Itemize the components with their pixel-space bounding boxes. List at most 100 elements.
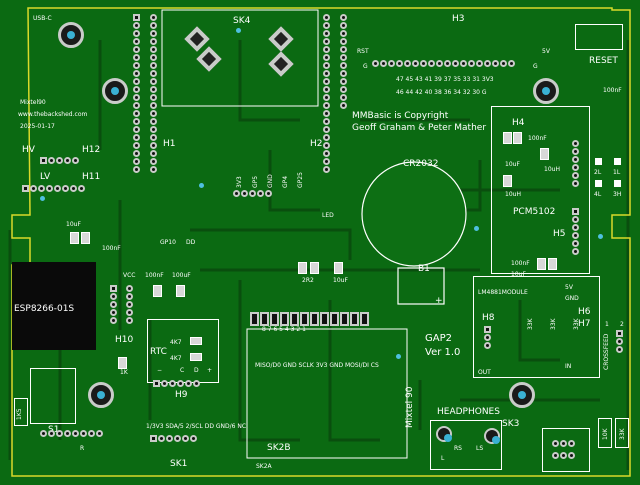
sd-names: MISO/D0 GND SCLK 3V3 GND MOSI/DI CS [255, 362, 379, 369]
rtc-label: RTC [150, 347, 167, 357]
h12-label: H12 [82, 145, 101, 155]
mount-hole-tl [102, 78, 128, 104]
in-label: IN [565, 363, 572, 370]
esp-label: ESP8266-01S [14, 304, 75, 314]
cap-10uf-d: 10uF [511, 271, 526, 278]
r4k7-b: 4K7 [170, 355, 182, 362]
h8-label: H8 [482, 313, 495, 323]
copyright-line2: Geoff Graham & Peter Mather [352, 123, 487, 133]
rtc-plus: + [207, 367, 213, 374]
smd-res [190, 353, 202, 361]
header-h1-b [150, 14, 157, 173]
reset-button[interactable] [575, 24, 623, 50]
connector-pads [552, 440, 575, 447]
pins-bottom: 46 44 42 40 38 36 34 32 30 G [396, 89, 487, 96]
h5-label: H5 [553, 229, 566, 239]
led-pad [614, 158, 621, 165]
mount-hole-br [509, 382, 535, 408]
vcc-label: VCC [123, 272, 136, 279]
sk1-pins: 1/3V3 SDA/5 2/SCL DD GND/6 NC [146, 423, 247, 430]
mount-hole-bl [88, 382, 114, 408]
copyright-line1: MMBasic is Copyright [352, 111, 449, 121]
smd-cap [81, 232, 90, 244]
r1k5-outline [14, 398, 28, 426]
gp10-label: GP10 [160, 239, 176, 246]
hv-label: HV [22, 145, 35, 155]
sd-card-pads [250, 312, 369, 326]
led-1l: 1L [613, 169, 621, 176]
via [598, 234, 603, 239]
cap-100nf-d: 100nF [511, 260, 530, 267]
header-h2 [323, 14, 330, 173]
out-label: OUT [478, 369, 491, 376]
smd-cap [503, 132, 512, 144]
cap-100nf-c: 100nF [102, 245, 121, 252]
header-h11 [22, 185, 85, 192]
esp8266-module [12, 262, 96, 350]
pin-3v3: 3V3 [236, 176, 243, 188]
smd-res-2r2 [298, 262, 307, 274]
h10-label: H10 [115, 335, 134, 345]
via [474, 226, 479, 231]
led-label: LED [322, 212, 334, 219]
g-left: G [363, 63, 368, 70]
one-label: 1 [605, 321, 609, 328]
g-right: G [533, 63, 538, 70]
cap-10uh-b: 10uH [505, 191, 521, 198]
two-label: 2 [620, 321, 624, 328]
pcm5102-outline [491, 106, 590, 274]
ver-label: Ver 1.0 [425, 347, 461, 358]
lv-label: LV [40, 172, 51, 182]
r33k-outline [615, 418, 629, 448]
header-h12 [40, 157, 79, 164]
usb-mount-hole [58, 22, 84, 48]
h1-label: H1 [163, 139, 176, 149]
jack-pad [436, 426, 452, 442]
pin-gnd: GND [267, 174, 274, 188]
cap-100uf: 100uF [172, 272, 191, 279]
mixtel-bottom-label: Mixtel 90 [405, 386, 415, 428]
sk1-label: SK1 [170, 459, 188, 469]
cr2032-label: CR2032 [403, 159, 439, 169]
fivev-right: 5V [565, 284, 573, 291]
smd-cap [548, 258, 557, 270]
h7-label: H7 [578, 319, 591, 329]
connector-pads-b [552, 452, 575, 459]
module-label: LM4881MODULE [478, 289, 528, 296]
rst-label: RST [357, 48, 369, 55]
h9-label: H9 [175, 390, 188, 400]
via [236, 28, 241, 33]
battery-plus: + [435, 296, 443, 306]
headphone-jack[interactable] [430, 420, 502, 470]
header-h3-top [372, 60, 515, 67]
smd-cap [503, 175, 512, 187]
switch-s1[interactable] [30, 368, 76, 424]
sk3-label: SK3 [502, 419, 520, 429]
smd-cap [513, 132, 522, 144]
pin-gp25: GP25 [297, 172, 304, 188]
h2-label: H2 [310, 139, 323, 149]
header-gpio [233, 190, 272, 197]
gnd-right: GND [565, 295, 579, 302]
header-h5 [572, 208, 579, 255]
r4k7-a: 4K7 [170, 339, 182, 346]
site-label: www.thebackshed.com [18, 111, 88, 118]
sk2a-label: SK2A [256, 463, 272, 470]
header-h1 [133, 14, 140, 173]
h4-label: H4 [512, 118, 525, 128]
smd-cap [537, 258, 546, 270]
led-4l: 4L [594, 191, 602, 198]
via [199, 183, 204, 188]
h11-label: H11 [82, 172, 101, 182]
sk1-header [150, 435, 197, 442]
fivev-label: 5V [542, 48, 550, 55]
rtc-d: D [194, 367, 199, 374]
date-label: 2025-01-17 [20, 123, 55, 130]
led-pad [595, 158, 602, 165]
ls-label: LS [476, 445, 484, 452]
cap-100nf-a: 100nF [603, 87, 622, 94]
smd-cap [540, 148, 549, 160]
r10k-outline [598, 418, 612, 448]
via [396, 354, 401, 359]
